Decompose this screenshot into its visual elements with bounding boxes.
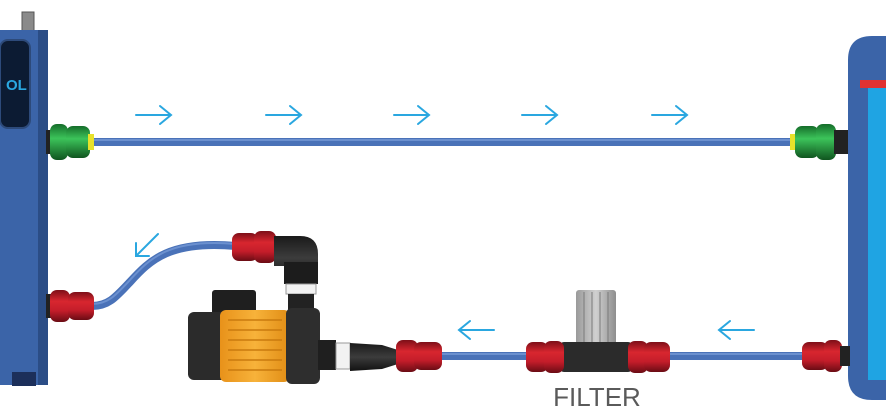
flow-arrow-right-icon <box>651 105 689 125</box>
red-connector-pump-inlet <box>396 340 442 372</box>
flow-arrows-bottom <box>457 320 755 340</box>
red-connector-right-tank <box>802 340 850 372</box>
flow-arrow-left-icon <box>457 320 495 340</box>
flow-arrow-right-icon <box>393 105 431 125</box>
left-control-unit: OL <box>0 11 48 386</box>
green-connector-left <box>46 124 94 160</box>
green-connector-right <box>790 124 848 160</box>
filter-label: FILTER <box>553 382 641 412</box>
bottom-pipe <box>440 352 806 360</box>
filter: FILTER <box>526 290 670 412</box>
flow-arrow-left-icon <box>717 320 755 340</box>
flow-arrow-down-left-icon <box>135 233 159 257</box>
red-connector-left-unit <box>46 290 94 322</box>
flow-arrows-top <box>135 105 689 125</box>
flow-arrow-right-icon <box>265 105 303 125</box>
pump <box>188 290 398 384</box>
flow-arrow-right-icon <box>135 105 173 125</box>
top-pipe <box>90 138 796 146</box>
flow-arrow-right-icon <box>521 105 559 125</box>
left-unit-display-text: OL <box>6 77 27 94</box>
red-connector-pump-outlet <box>232 231 276 263</box>
right-tank <box>848 36 886 400</box>
black-elbow-fitting <box>274 236 318 310</box>
return-pipe <box>91 241 237 310</box>
